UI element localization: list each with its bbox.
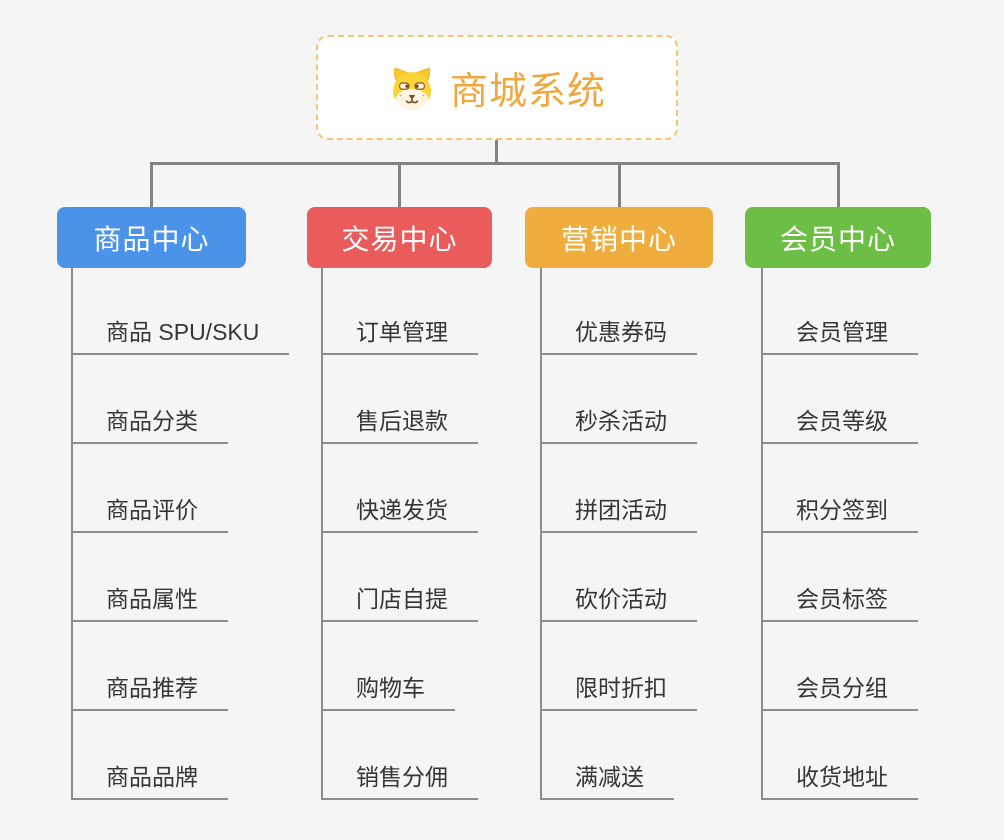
connector-root-stem	[495, 139, 498, 165]
leaf-node[interactable]: 订单管理	[323, 319, 478, 355]
connector-drop-members	[837, 162, 840, 210]
branch-label: 商品中心	[93, 223, 210, 255]
branch-label: 会员中心	[779, 223, 896, 255]
leaf-node[interactable]: 限时折扣	[542, 675, 697, 711]
leaf-node[interactable]: 拼团活动	[542, 497, 697, 533]
leaf-node[interactable]: 砍价活动	[542, 586, 697, 622]
leaf-node[interactable]: 销售分佣	[323, 764, 478, 800]
connector-drop-marketing	[618, 162, 621, 210]
leaf-node[interactable]: 会员标签	[763, 586, 918, 622]
branch-children-marketing: 优惠券码 秒杀活动 拼团活动 砍价活动 限时折扣 满减送	[540, 268, 697, 800]
leaf-node[interactable]: 售后退款	[323, 408, 478, 444]
leaf-node[interactable]: 门店自提	[323, 586, 478, 622]
leaf-node[interactable]: 购物车	[323, 675, 455, 711]
leaf-node[interactable]: 快递发货	[323, 497, 478, 533]
leaf-node[interactable]: 商品属性	[73, 586, 228, 622]
branch-node-products[interactable]: 商品中心	[57, 207, 246, 268]
leaf-node[interactable]: 收货地址	[763, 764, 918, 800]
branch-node-trade[interactable]: 交易中心	[307, 207, 492, 268]
connector-drop-products	[150, 162, 153, 210]
branch-node-members[interactable]: 会员中心	[745, 207, 931, 268]
branch-label: 营销中心	[560, 223, 677, 255]
leaf-node[interactable]: 商品品牌	[73, 764, 228, 800]
branch-label: 交易中心	[341, 223, 458, 255]
leaf-node[interactable]: 会员等级	[763, 408, 918, 444]
leaf-node[interactable]: 商品分类	[73, 408, 228, 444]
branch-children-products: 商品 SPU/SKU 商品分类 商品评价 商品属性 商品推荐 商品品牌	[71, 268, 290, 800]
root-title: 商城系统	[449, 71, 606, 113]
branch-children-trade: 订单管理 售后退款 快递发货 门店自提 购物车 销售分佣	[321, 268, 478, 800]
leaf-node[interactable]: 商品评价	[73, 497, 228, 533]
leaf-node[interactable]: 商品推荐	[73, 675, 228, 711]
leaf-node[interactable]: 积分签到	[763, 497, 918, 533]
dog-face-icon	[388, 64, 436, 112]
leaf-node[interactable]: 会员管理	[763, 319, 918, 355]
leaf-node[interactable]: 会员分组	[763, 675, 918, 711]
branch-node-marketing[interactable]: 营销中心	[525, 207, 713, 268]
branch-children-members: 会员管理 会员等级 积分签到 会员标签 会员分组 收货地址	[761, 268, 918, 800]
root-node[interactable]: 商城系统	[316, 35, 678, 140]
leaf-node[interactable]: 秒杀活动	[542, 408, 697, 444]
connector-bus	[150, 162, 840, 165]
leaf-node[interactable]: 商品 SPU/SKU	[73, 319, 290, 355]
leaf-node[interactable]: 满减送	[542, 764, 674, 800]
leaf-node[interactable]: 优惠券码	[542, 319, 697, 355]
connector-drop-trade	[398, 162, 401, 210]
